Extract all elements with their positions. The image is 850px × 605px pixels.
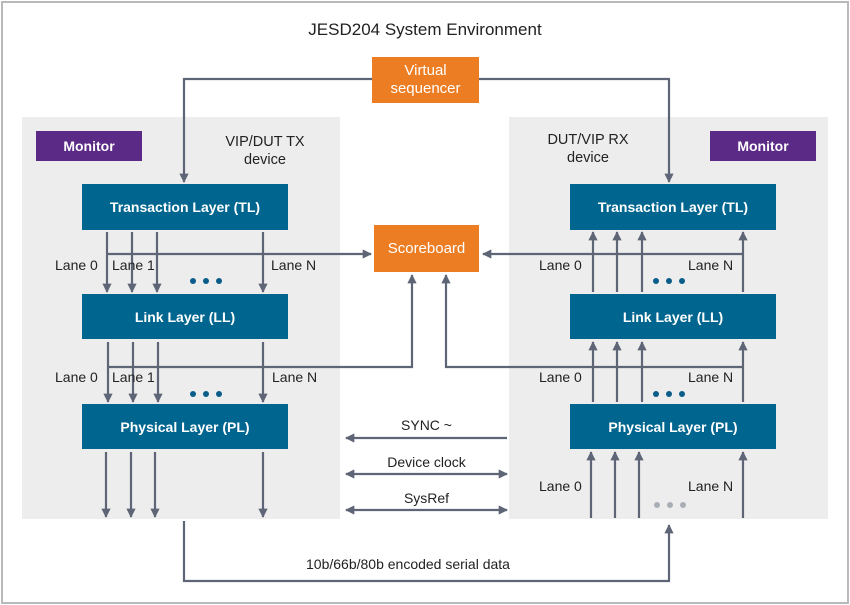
tx-link-layer-label: Link Layer (LL): [134, 308, 236, 325]
scoreboard-label: Scoreboard: [387, 239, 466, 257]
diagram-title: JESD204 System Environment: [308, 20, 542, 39]
rx-middle-lane-0-label: Lane 0: [539, 369, 582, 385]
seq-to-rx-arrow: [479, 77, 674, 183]
rx-physical-layer[interactable]: Physical Layer (PL): [570, 404, 776, 449]
tx-device-name: VIP/DUT TX device: [205, 133, 325, 169]
rx-monitor-label: Monitor: [737, 138, 789, 154]
rx-upper-lane-ellipsis: [653, 278, 685, 284]
rx-link-layer[interactable]: Link Layer (LL): [570, 294, 776, 339]
tx-link-layer[interactable]: Link Layer (LL): [82, 294, 288, 339]
rx-transaction-layer[interactable]: Transaction Layer (TL): [570, 184, 776, 230]
tx-lower-lane-ellipsis: [190, 391, 222, 397]
rx-monitor-box[interactable]: Monitor: [710, 131, 816, 161]
rx-link-layer-label: Link Layer (LL): [622, 308, 724, 325]
tx-upper-lane-ellipsis: [190, 278, 222, 284]
rx-upper-lane-0-label: Lane 0: [539, 257, 582, 273]
tx-monitor-box[interactable]: Monitor: [36, 131, 142, 161]
rx-physical-layer-label: Physical Layer (PL): [608, 418, 738, 435]
rx-device-name-line1: DUT/VIP RX: [547, 132, 629, 148]
rx-upper-lane-n-label: Lane N: [688, 257, 734, 273]
tx-lower-lane-1-label: Lane 1: [112, 369, 155, 385]
seq-to-tx-arrow: [179, 77, 372, 183]
tx-upper-lane-n-label: Lane N: [271, 257, 317, 273]
serial-data-arrow: [182, 521, 674, 583]
sync-label: SYNC ~: [401, 417, 452, 433]
serial-data-label: 10b/66b/80b encoded serial data: [306, 556, 510, 572]
tx-transaction-layer[interactable]: Transaction Layer (TL): [82, 184, 288, 230]
rx-middle-lane-ellipsis: [653, 391, 685, 397]
rx-transaction-layer-label: Transaction Layer (TL): [597, 199, 749, 215]
virtual-sequencer-line1: Virtual: [404, 62, 447, 79]
tx-physical-layer-label: Physical Layer (PL): [120, 418, 250, 435]
rx-lower-lane-ellipsis: [654, 502, 686, 508]
rx-lower-lane-n-label: Lane N: [688, 478, 734, 494]
tx-upper-lane-0-label: Lane 0: [55, 257, 98, 273]
rx-ll-to-scoreboard: [441, 274, 743, 369]
tx-physical-layer[interactable]: Physical Layer (PL): [82, 404, 288, 449]
rx-middle-lane-n-label: Lane N: [688, 369, 734, 385]
tx-lower-lane-n-label: Lane N: [272, 369, 318, 385]
scoreboard-box[interactable]: Scoreboard: [374, 225, 479, 272]
rx-lower-lane-0-label: Lane 0: [539, 478, 582, 494]
tx-transaction-layer-label: Transaction Layer (TL): [109, 199, 261, 215]
tx-lower-lane-0-label: Lane 0: [55, 369, 98, 385]
tx-monitor-label: Monitor: [63, 138, 115, 154]
rx-device-name-line2: device: [567, 150, 609, 166]
tx-ll-to-scoreboard: [108, 274, 417, 369]
virtual-sequencer-line2: sequencer: [390, 80, 461, 97]
tx-device-name-line1: VIP/DUT TX: [225, 134, 305, 150]
virtual-sequencer-box[interactable]: Virtual sequencer: [372, 57, 479, 103]
rx-device-name: DUT/VIP RX device: [528, 131, 648, 167]
device-clock-label: Device clock: [387, 454, 466, 470]
sysref-label: SysRef: [403, 490, 450, 506]
tx-upper-lane-1-label: Lane 1: [112, 257, 155, 273]
tx-device-name-line2: device: [244, 152, 286, 168]
